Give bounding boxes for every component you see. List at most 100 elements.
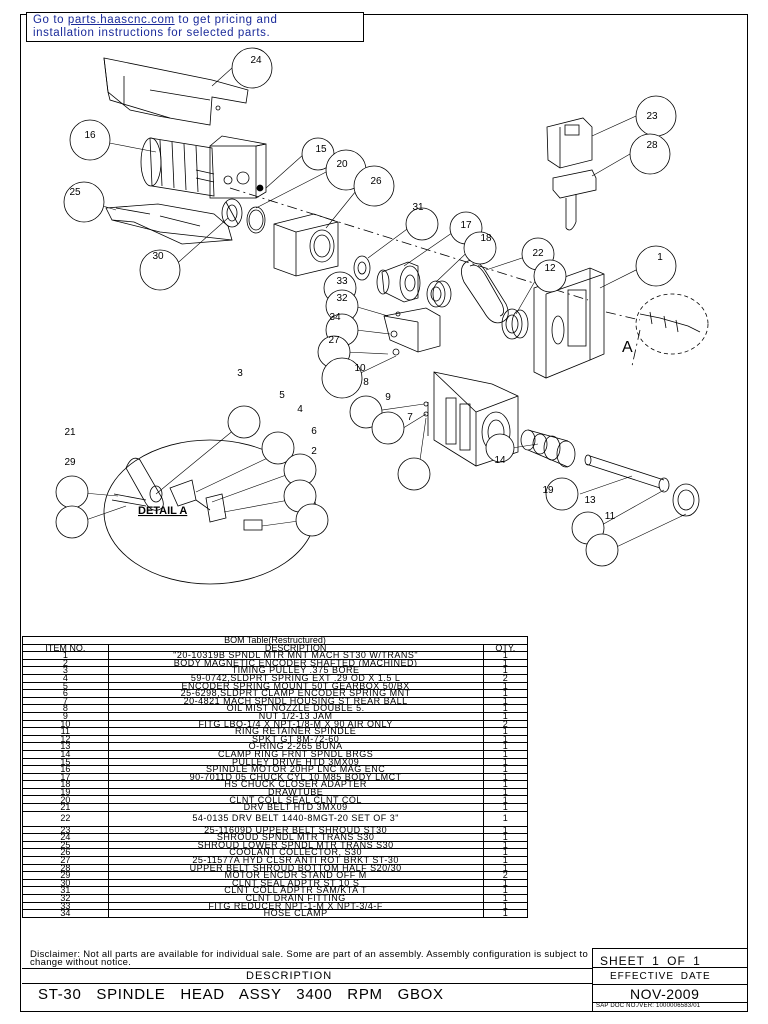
callout-bubble <box>321 357 363 399</box>
bom-header-qty: QTY. <box>482 643 529 653</box>
spindle-motor-16-part <box>140 135 267 199</box>
callout-21: 21 <box>64 427 76 438</box>
shroud-25-part <box>105 203 233 245</box>
bom-item-number: 17 <box>22 772 109 782</box>
callout-bubble <box>463 231 497 265</box>
effective-date: NOV-2009 <box>630 986 700 1002</box>
bom-item-qty: 1 <box>482 833 529 842</box>
callout-bubble <box>69 119 111 161</box>
bom-item-qty: 1 <box>482 886 529 895</box>
bom-item-qty: 1 <box>482 727 529 736</box>
bom-item-qty: 1 <box>482 658 529 668</box>
bom-item-qty: 1 <box>482 689 529 698</box>
bom-item-description: CLNT SEAL ADPTR ST 10 S <box>107 878 484 888</box>
parts-link[interactable]: parts.haascnc.com <box>67 14 175 26</box>
bom-item-qty: 1 <box>482 840 529 850</box>
bom-item-qty: 1 <box>482 734 529 744</box>
callout-bubble <box>485 433 515 463</box>
o-ring-13-part <box>658 477 670 493</box>
assembly-axis <box>229 187 641 367</box>
callout-bubble <box>55 475 89 509</box>
bom-item-number: 29 <box>22 871 109 880</box>
bom-item-number: 14 <box>22 749 109 759</box>
callout-bubble <box>353 165 395 207</box>
bom-item-qty: 1 <box>482 901 529 911</box>
bom-item-qty: 1 <box>482 909 529 918</box>
bom-item-description: RING RETAINER SPINDLE <box>107 727 484 736</box>
shroud-24-part <box>103 57 249 126</box>
bom-item-description: O-RING 2-265 BUNA <box>107 742 484 751</box>
chuck-cylinder-17-part <box>376 261 421 303</box>
callout-10: 10 <box>354 363 366 374</box>
bom-item-qty: 1 <box>482 810 529 827</box>
bom-item-description: MOTOR ENCDR STAND OFF M <box>107 871 484 880</box>
callout-26: 26 <box>370 176 382 187</box>
callout-bubble <box>261 431 295 465</box>
bom-item-description: 90-7011D 05 CHUCK CYL 10 M85 BODY LMCT <box>107 772 484 782</box>
footer-divider <box>592 948 593 1012</box>
closer-adapter-18-part <box>426 280 452 308</box>
bom-item-number: 23 <box>22 825 109 835</box>
bom-item-qty: 1 <box>482 856 529 865</box>
bom-item-qty: 1 <box>482 749 529 759</box>
bom-item-description: UPPER BELT SHROUD BOTTOM HALF S20/30 <box>107 863 484 873</box>
sap-doc-number: SAP DOC NO./VER: 1000006583/01 <box>596 1003 701 1009</box>
bom-item-description: 25-11577A HYD CLSR ANTI ROT BRKT ST-30 <box>107 856 484 865</box>
bom-item-description: FITG LBO-1/4 X NPT-1/8-M X 90 AIR ONLY <box>107 719 484 729</box>
bom-item-qty: 1 <box>482 825 529 835</box>
link-line-1: Go to parts.haascnc.com to get pricing a… <box>33 14 277 26</box>
callout-3: 3 <box>237 368 243 379</box>
bom-item-qty: 1 <box>482 704 529 713</box>
bom-item-description: CLNT DRAIN FITTING <box>107 894 484 903</box>
bom-item-number: 25 <box>22 840 109 850</box>
footer-rule <box>592 948 748 949</box>
callout-29: 29 <box>64 457 76 468</box>
link-suffix: to get pricing and <box>174 14 278 26</box>
callout-33: 33 <box>336 276 348 287</box>
callout-11: 11 <box>605 511 616 522</box>
bom-item-description: DRAWTUBE <box>107 787 484 797</box>
bom-item-qty: 1 <box>482 894 529 903</box>
bom-item-qty: 1 <box>482 651 529 660</box>
callout-bubble <box>227 405 261 439</box>
bom-item-number: 34 <box>22 909 109 918</box>
callout-14: 14 <box>494 455 506 466</box>
bom-item-number: 7 <box>22 696 109 706</box>
callout-bubble <box>63 181 105 223</box>
bom-item-number: 28 <box>22 863 109 873</box>
view-label-a: A <box>622 339 633 356</box>
bom-header-item: ITEM NO. <box>22 643 109 653</box>
bom-item-description: HOSE CLAMP <box>107 909 484 918</box>
callout-bubble <box>405 207 439 241</box>
callout-16: 16 <box>84 130 96 141</box>
bom-item-description: ENCODER SPRING MOUNT 50T GEARBOX 50/BX <box>107 681 484 691</box>
anti-rot-bracket-27-part <box>383 307 441 356</box>
callout-layer: 24 23 28 16 15 20 26 25 30 31 17 18 22 1… <box>55 47 677 567</box>
bom-item-qty: 1 <box>482 742 529 751</box>
callout-17: 17 <box>460 220 472 231</box>
shroud-23-part <box>546 117 593 169</box>
bom-item-number: 6 <box>22 689 109 698</box>
bom-item-qty: 2 <box>482 673 529 683</box>
exploded-assembly-drawing <box>71 57 709 585</box>
bom-item-qty: 2 <box>482 871 529 880</box>
detail-a-marker <box>635 293 709 355</box>
callout-bubble <box>139 249 181 291</box>
disclaimer-text: Disclaimer: Not all parts are available … <box>30 949 589 968</box>
bom-item-qty: 1 <box>482 711 529 721</box>
bom-item-qty: 1 <box>482 681 529 691</box>
bom-item-number: 9 <box>22 711 109 721</box>
bom-item-number: 22 <box>22 810 109 827</box>
callout-bubble <box>545 477 579 511</box>
